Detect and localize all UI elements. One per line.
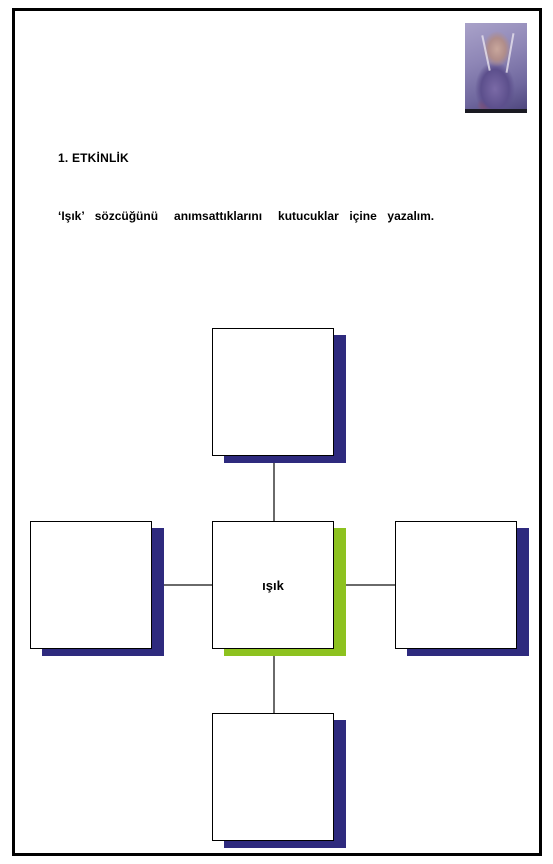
activity-heading: 1. ETKİNLİK (58, 151, 129, 165)
word-box-right[interactable] (395, 521, 530, 656)
answer-box[interactable] (212, 328, 334, 456)
connector-top (273, 456, 275, 522)
connector-right (334, 584, 396, 586)
word-box-top[interactable] (212, 328, 347, 463)
painting-illustration (465, 23, 527, 113)
answer-box[interactable] (395, 521, 517, 649)
center-word: ışık (262, 577, 284, 593)
answer-box[interactable] (30, 521, 152, 649)
answer-box[interactable] (212, 713, 334, 841)
center-box: ışık (212, 521, 334, 649)
word-box-bottom[interactable] (212, 713, 347, 848)
word-box-left[interactable] (30, 521, 165, 656)
activity-instruction: ‘Işık’ sözcüğünü anımsattıklarını kutucu… (58, 209, 435, 223)
center-word-box: ışık (212, 521, 347, 656)
connector-left (152, 584, 213, 586)
connector-bottom (273, 650, 275, 714)
